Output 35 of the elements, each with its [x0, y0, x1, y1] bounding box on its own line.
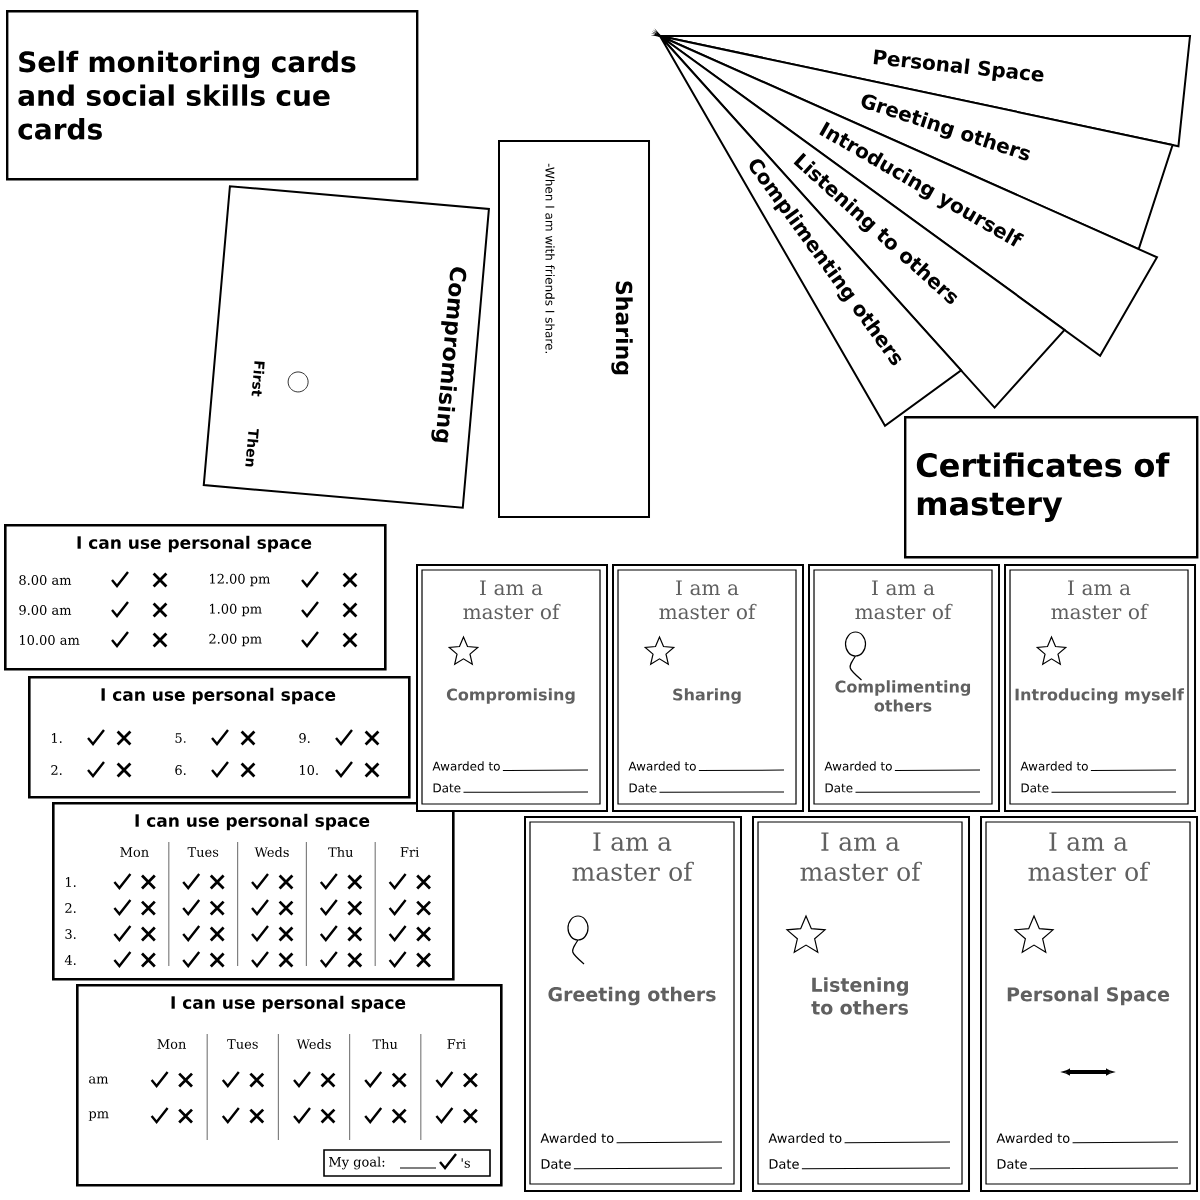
- certificate-title: I am a master of: [800, 832, 922, 881]
- sheet-title: I can use personal space: [171, 995, 406, 1013]
- certificate: [808, 564, 1000, 812]
- heading-box: Certificates of mastery: [904, 416, 1199, 559]
- certificate: [752, 816, 970, 1192]
- cue-card: [202, 185, 490, 509]
- certificate-topic: Sharing: [673, 688, 741, 704]
- sheet-title: I can use personal space: [77, 535, 312, 553]
- heading-box: Self monitoring cards and social skills cue cards: [6, 10, 419, 181]
- certificate-topic: Complimenting others: [835, 680, 971, 712]
- certificate-title: I am a master of: [659, 580, 757, 620]
- card-title: Sharing: [611, 281, 633, 375]
- certificate-title: I am a master of: [572, 832, 694, 881]
- certificate-topic: Listening to others: [811, 977, 908, 1015]
- certificate: [612, 564, 804, 812]
- sheet-title: I can use personal space: [101, 687, 336, 705]
- certificate-topic: Compromising: [446, 688, 575, 704]
- certificate: [980, 816, 1198, 1192]
- certificate-title: I am a master of: [855, 580, 953, 620]
- certificate-title: I am a master of: [1051, 580, 1149, 620]
- certificate-topic: Personal Space: [1007, 986, 1170, 1006]
- card-title: Compromising: [431, 267, 467, 443]
- certificate-topic: Greeting others: [548, 986, 716, 1006]
- certificate-title: I am a master of: [1028, 832, 1150, 881]
- certificate: [1004, 564, 1196, 812]
- tracker-sheet: [76, 984, 503, 1187]
- certificate-topic: Introducing myself: [1015, 688, 1185, 704]
- tracker-sheet: [52, 802, 455, 981]
- cue-card: [498, 140, 650, 518]
- certificate-title: I am a master of: [463, 580, 561, 620]
- certificate: [416, 564, 608, 812]
- tracker-sheet: [4, 524, 387, 671]
- sheet-title: I can use personal space: [135, 813, 370, 831]
- certificate: [524, 816, 742, 1192]
- tracker-sheet: [28, 676, 411, 799]
